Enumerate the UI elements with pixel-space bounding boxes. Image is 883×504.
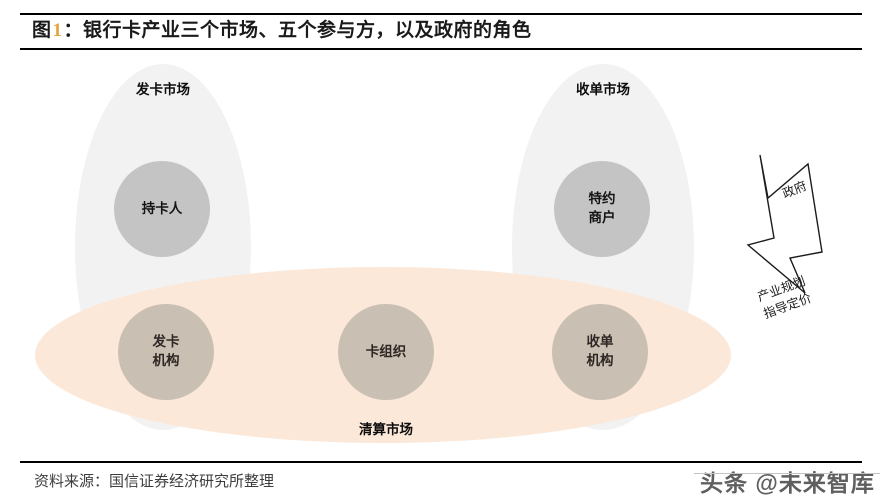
source-note: 资料来源：国信证券经济研究所整理 xyxy=(34,474,275,490)
node-circle-cardholder xyxy=(114,161,210,257)
title-rule-bottom xyxy=(20,48,862,50)
figure-label: 图 xyxy=(32,20,52,41)
figure-number: 1 xyxy=(52,20,63,41)
watermark: 头条 @未来智库 xyxy=(694,462,880,500)
page-title: 图1：银行卡产业三个市场、五个参与方，以及政府的角色 xyxy=(32,16,532,46)
node-circle-acquirer xyxy=(552,304,648,400)
title-rule-top xyxy=(20,13,862,15)
diagram-canvas: 发卡市场 收单市场 清算市场 持卡人 特约 商户 发卡 机构 卡组织 收单 机构… xyxy=(0,50,883,460)
footer-rule xyxy=(20,461,862,463)
government-arrow-shape xyxy=(746,154,823,294)
node-circle-card-network xyxy=(338,304,434,400)
figure-colon: ： xyxy=(63,20,84,41)
figure-title-text: 银行卡产业三个市场、五个参与方，以及政府的角色 xyxy=(83,20,532,41)
government-callout: 政府 产业规划 指导定价 xyxy=(740,145,880,345)
watermark-line xyxy=(694,473,880,474)
government-label: 政府 xyxy=(780,178,809,202)
watermark-text: 头条 @未来智库 xyxy=(700,470,875,496)
node-circle-issuer xyxy=(118,304,214,400)
government-note: 产业规划 指导定价 xyxy=(755,273,814,322)
node-circle-merchant xyxy=(554,161,650,257)
